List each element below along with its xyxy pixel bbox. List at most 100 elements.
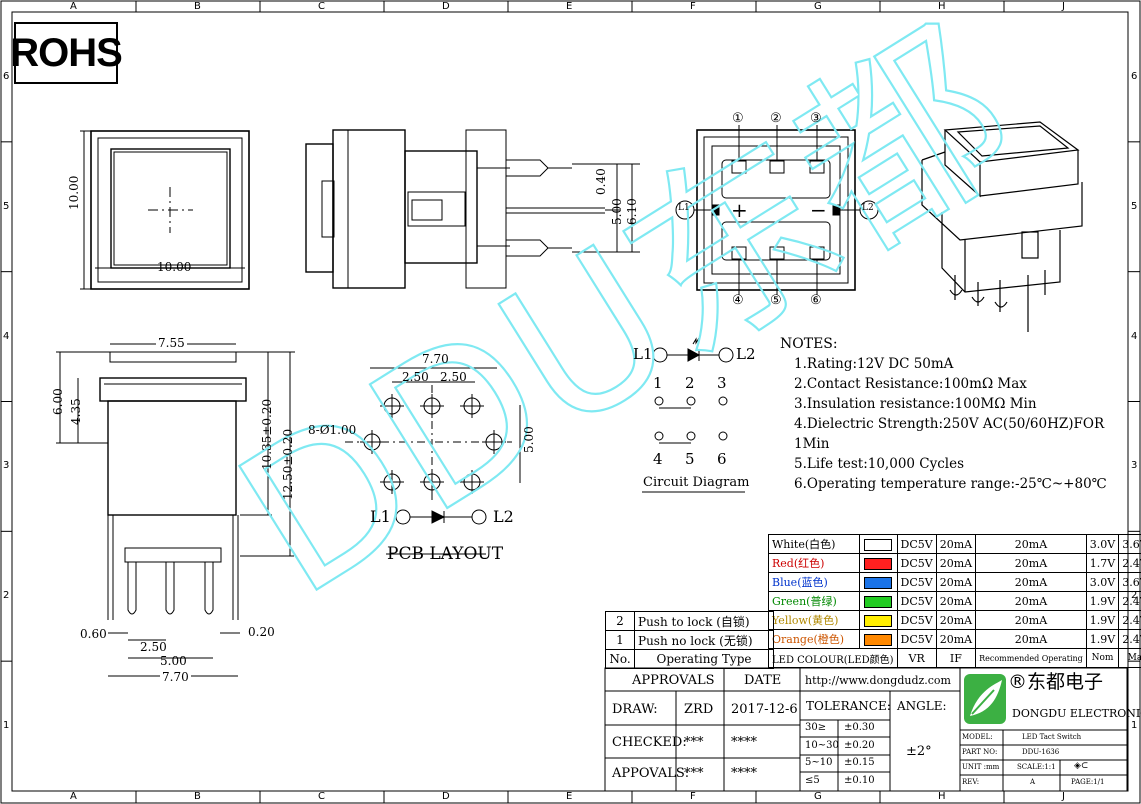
tol-range: 30≥ [805,722,827,733]
tb-appr-name: *** [684,766,704,781]
led-header-max: Ma [1118,648,1141,668]
dim-front-600: 6.00 [51,388,65,415]
tol-range: 5~10 [805,757,833,768]
grid-col-label: E [566,791,573,802]
tb-model-label: MODEL: [962,733,993,741]
dim-pcb-250a: 2.50 [402,370,429,384]
grid-col-label: F [690,1,696,12]
dim-front-755: 7.55 [156,336,187,350]
tb-angle: ANGLE: [897,699,947,713]
note-item: 1.Rating:12V DC 50mA [794,356,954,372]
led-vr: DC5V [896,572,937,592]
led-swatch [859,610,898,630]
pin-4-label: ④ [732,293,744,308]
led-rec: 20mA [975,591,1087,611]
tb-tolerance: TOLERANCE: [806,699,891,713]
circuit-pin-3: 3 [717,374,727,392]
grid-col-label: D [442,1,450,12]
led-swatch [859,591,898,611]
led-max: 2.4V [1118,629,1141,649]
pcb-l2: L2 [493,507,514,526]
tb-checked: CHECKED: [612,735,687,750]
pcb-title: PCB LAYOUT [387,544,504,564]
led-if: 20mA [935,591,977,611]
operating-type-table: 2 Push to lock (自锁) 1 Push no lock (无锁) … [605,611,774,669]
notes-block: NOTES: 1.Rating:12V DC 50mA 2.Contact Re… [780,334,1141,494]
dim-front-1035: 10.35±0.20 [260,398,274,470]
grid-row-label: 1 [3,720,10,732]
dim-front-020: 0.20 [248,625,275,639]
note-item: 2.Contact Resistance:100mΩ Max [794,376,1027,392]
led-color: Red(红色) [767,553,861,573]
dim-front-500: 5.00 [160,654,187,668]
led-nom: 1.7V [1085,553,1120,573]
led-color: White(白色) [767,534,861,554]
pin-6-label: ⑥ [810,293,822,308]
dim-front-435: 4.35 [69,398,83,425]
op-no: 1 [605,630,635,650]
dim-front-060: 0.60 [80,627,107,641]
grid-col-label: B [194,791,201,802]
pin-5-label: ⑤ [770,293,782,308]
bottom-view [675,125,879,295]
circuit-l1: L1 [633,345,653,363]
grid-col-label: G [814,1,822,12]
rohs-label: ROHS [10,22,123,84]
tol-val: ±0.15 [844,757,875,768]
grid-col-label: A [70,1,77,12]
grid-row-label: 2 [3,590,10,602]
circuit-diagram [642,337,745,493]
tb-part-label: PART NO: [962,748,998,756]
grid-col-label: J [1062,791,1065,802]
note-item: 5.Life test:10,000 Cycles [794,456,965,472]
led-nom: 1.9V [1085,629,1120,649]
grid-row-label: 5 [1131,200,1138,212]
tb-unit: UNIT :mm [962,763,1000,771]
circuit-title: Circuit Diagram [643,475,750,490]
led-vr: DC5V [896,629,937,649]
l2-circle-label: L2 [862,203,874,213]
led-swatch [859,629,898,649]
op-no: 2 [605,611,635,631]
led-nom: 1.9V [1085,610,1120,630]
led-vr: DC5V [896,610,937,630]
tb-appr-date: **** [731,766,757,781]
tb-draw-name: ZRD [684,702,714,717]
dim-top-height: 10.00 [67,175,81,210]
circuit-pin-5: 5 [685,450,695,468]
tb-rev-label: REV: [962,778,980,786]
grid-row-label: 6 [1131,70,1138,82]
tb-checked-date: **** [731,735,757,750]
led-if: 20mA [935,629,977,649]
grid-row-label: 3 [1131,460,1138,472]
table-row: 2 Push to lock (自锁) [605,611,774,631]
dim-front-770: 7.70 [160,670,191,684]
dim-pcb-hole: 8-Ø1.00 [308,423,357,437]
dim-pcb-770: 7.70 [422,352,449,366]
led-header-rec: Recommended Operating [975,648,1087,668]
led-nom: 3.0V [1085,534,1120,554]
table-row: 1 Push no lock (无锁) [605,630,774,650]
led-vr: DC5V [896,553,937,573]
led-header-nom: Nom [1085,648,1120,668]
tb-date: DATE [744,673,782,688]
circuit-pin-6: 6 [717,450,727,468]
note-item: 3.Insulation resistance:100MΩ Min [794,396,1037,412]
led-rec: 20mA [975,610,1087,630]
grid-col-label: C [318,1,325,12]
tb-draw-date: 2017-12-6 [731,702,798,717]
notes-heading: NOTES: [780,336,838,352]
tb-angle-val: ±2° [906,744,932,759]
grid-col-label: G [814,791,822,802]
tol-val: ±0.30 [844,722,875,733]
op-type-header: Operating Type [634,649,774,669]
led-nom: 3.0V [1085,572,1120,592]
title-block-lines [604,667,1128,792]
